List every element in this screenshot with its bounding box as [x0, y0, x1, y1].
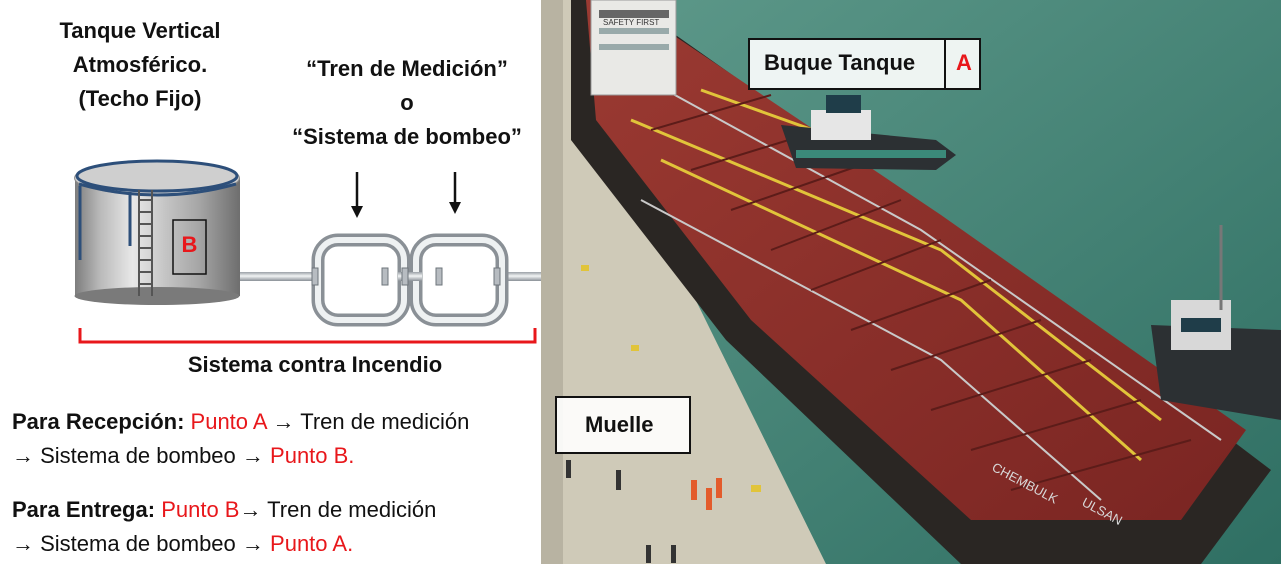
delivery-middle: → Tren de medición — [239, 497, 437, 522]
fire-system-label: Sistema contra Incendio — [187, 352, 443, 377]
bridge-text: SAFETY FIRST — [603, 18, 659, 27]
dock-label: Muelle — [585, 412, 654, 437]
train-title-line-2: o — [400, 90, 414, 115]
train-title-line-3: “Sistema de bombeo” — [292, 124, 522, 149]
tank-title-line-3: (Techo Fijo) — [78, 86, 202, 111]
fire-system-bracket — [78, 328, 537, 344]
tank-title-line-2: Atmosférico. — [72, 52, 208, 77]
reception-line-2-text: → Sistema de bombeo → — [12, 443, 264, 468]
delivery-line-1: Para Entrega: Punto B→ Tren de medición — [12, 493, 436, 527]
arrow-down-icon — [351, 172, 363, 218]
ship-photo-illustration: CHEMBULK ULSAN SAFETY FIRST — [541, 0, 1281, 564]
ship-photo: CHEMBULK ULSAN SAFETY FIRST Buque Tanque… — [541, 0, 1281, 564]
ship-label-box: Buque Tanque A — [748, 38, 981, 90]
ship-label: Buque Tanque — [764, 50, 916, 75]
tank-title: Tanque Vertical Atmosférico. (Techo Fijo… — [40, 14, 240, 116]
reception-label: Para Recepción: — [12, 409, 185, 434]
ship-marker: A — [956, 50, 972, 75]
delivery-line-2-text: → Sistema de bombeo → — [12, 531, 264, 556]
reception-point-start: Punto A — [190, 409, 267, 434]
tank-title-line-1: Tanque Vertical — [59, 18, 221, 43]
tank-marker-label: B — [181, 232, 198, 257]
delivery-point-start: Punto B — [161, 497, 240, 522]
delivery-point-end: Punto A. — [270, 531, 354, 556]
train-title-line-1: “Tren de Medición” — [306, 56, 508, 81]
ship-marker-divider — [944, 40, 946, 88]
reception-line-1: Para Recepción: Punto A → Tren de medici… — [12, 405, 469, 439]
storage-tank — [74, 159, 240, 305]
reception-line-2: → Sistema de bombeo → Punto B. — [12, 439, 354, 473]
measurement-loop-1 — [311, 233, 411, 327]
dock-workers — [691, 478, 722, 510]
tugboat-1 — [781, 95, 956, 170]
reception-middle: → Tren de medición — [272, 409, 470, 434]
measurement-loop-2 — [409, 233, 509, 327]
dock-label-box: Muelle — [555, 396, 691, 454]
train-title: “Tren de Medición” o “Sistema de bombeo” — [262, 52, 552, 154]
arrow-down-icon — [449, 172, 461, 214]
reception-point-end: Punto B. — [270, 443, 355, 468]
tugboat-2 — [1151, 225, 1281, 420]
delivery-line-2: → Sistema de bombeo → Punto A. — [12, 527, 353, 561]
delivery-label: Para Entrega: — [12, 497, 156, 522]
ship-deck — [586, 0, 1246, 520]
